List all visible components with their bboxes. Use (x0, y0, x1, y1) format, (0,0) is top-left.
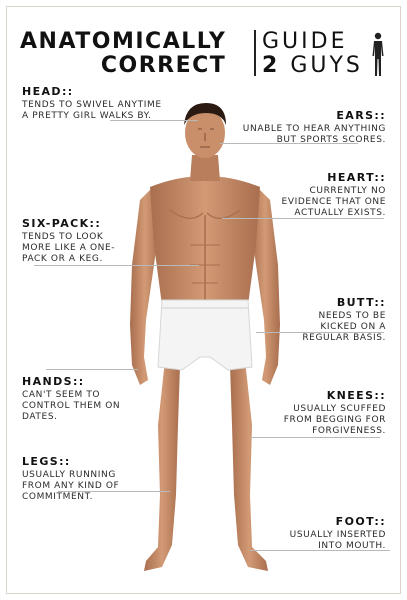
leader-heart (222, 218, 384, 219)
label-heart: HEART:: Currently no evidence that one a… (264, 172, 386, 219)
label-hands: HANDS:: Can't seem to control them on da… (22, 376, 140, 423)
label-butt-text: Needs to be kicked on a regular basis. (302, 311, 386, 343)
poster-title-right: GUIDE 2 GUYS (262, 30, 363, 78)
label-sixpack: SIX-PACK:: Tends to look more like a one… (22, 218, 130, 265)
title-line-anatomically: ANATOMICALLY (20, 29, 227, 54)
leader-head (110, 120, 198, 121)
leader-butt (256, 332, 384, 333)
label-sixpack-title: SIX-PACK:: (22, 217, 102, 230)
label-head: HEAD:: Tends to swivel anytime a pretty … (22, 86, 162, 122)
leader-legs (58, 491, 170, 492)
label-foot-text: Usually inserted into mouth. (289, 530, 386, 551)
poster-title-left: ANATOMICALLY CORRECT (20, 30, 226, 78)
label-knees-title: KNEES:: (326, 389, 386, 402)
label-legs-title: LEGS:: (22, 455, 71, 468)
label-foot: FOOT:: Usually inserted into mouth. (266, 516, 386, 552)
label-legs: LEGS:: Usually running from any kind of … (22, 456, 148, 503)
label-hands-title: HANDS:: (22, 375, 85, 388)
title-line-2-guys: 2 GUYS (262, 54, 363, 78)
label-heart-text: Currently no evidence that one actually … (281, 186, 386, 218)
label-butt: BUTT:: Needs to be kicked on a regular b… (282, 297, 386, 344)
label-ears-title: EARS:: (336, 109, 386, 122)
label-knees-text: Usually scuffed from begging for forgive… (283, 404, 386, 436)
leader-foot (250, 550, 390, 551)
label-foot-title: FOOT:: (335, 515, 386, 528)
label-ears: EARS:: Unable to hear anything but sport… (234, 110, 386, 146)
label-sixpack-text: Tends to look more like a one-pack or a … (22, 232, 116, 264)
label-heart-title: HEART:: (327, 171, 386, 184)
leader-ears (220, 143, 358, 144)
leader-sixpack (34, 265, 199, 266)
title-number: 2 (262, 53, 281, 78)
man-silhouette-icon (372, 32, 384, 76)
label-butt-title: BUTT:: (336, 296, 386, 309)
leader-hands (46, 369, 138, 370)
label-hands-text: Can't seem to control them on dates. (22, 390, 121, 422)
title-word-guys: GUYS (290, 53, 363, 78)
title-line-guide: GUIDE (262, 29, 348, 54)
male-figure-illustration (130, 103, 280, 571)
label-head-title: HEAD:: (22, 85, 74, 98)
label-ears-text: Unable to hear anything but sports score… (242, 124, 386, 145)
label-legs-text: Usually running from any kind of commitm… (22, 470, 120, 502)
title-line-correct: CORRECT (100, 53, 227, 78)
poster-frame (6, 6, 401, 594)
label-knees: KNEES:: Usually scuffed from begging for… (266, 390, 386, 437)
title-divider (254, 30, 256, 76)
leader-knees (250, 437, 380, 438)
label-head-text: Tends to swivel anytime a pretty girl wa… (22, 100, 162, 121)
